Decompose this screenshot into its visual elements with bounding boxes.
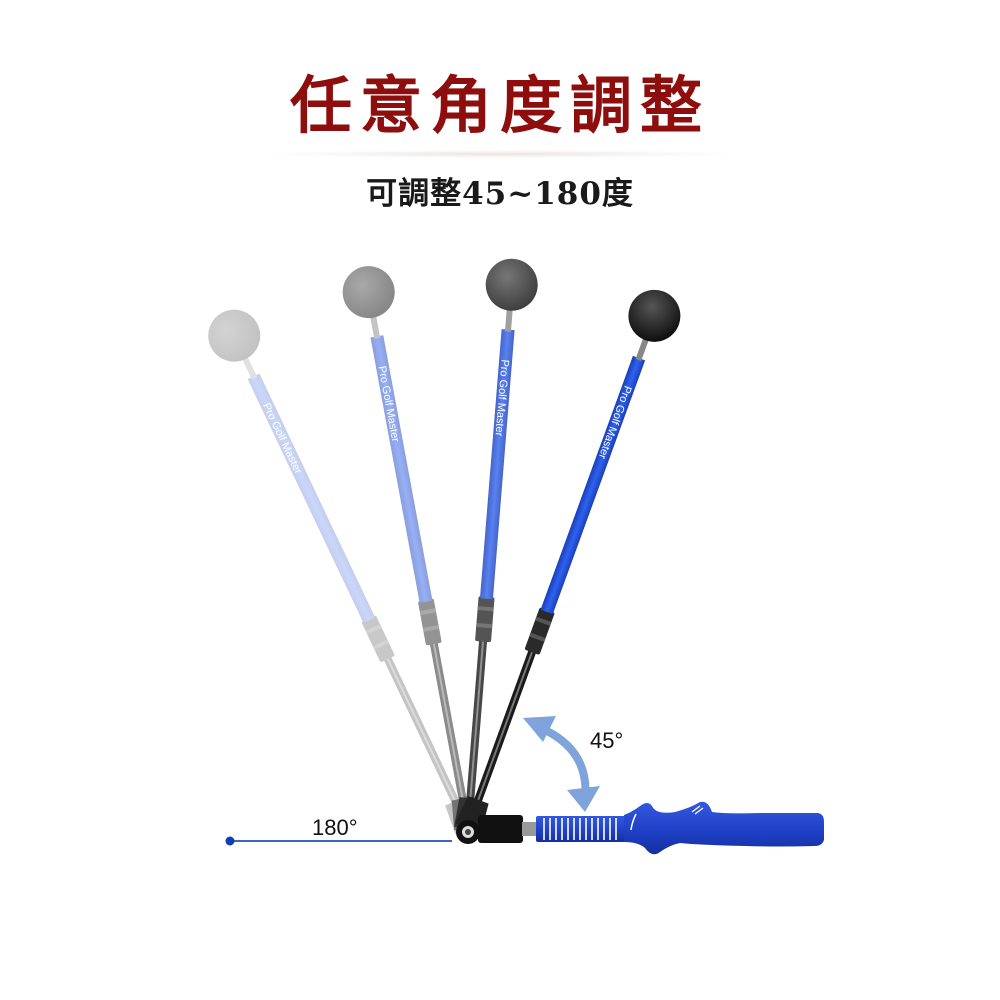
grip-handle	[478, 801, 824, 855]
rod-brand-text: Pro Golf Master	[375, 365, 401, 443]
title-underline-glow	[260, 150, 740, 158]
angle-label-180: 180°	[312, 815, 358, 840]
angle-label-45: 45°	[590, 728, 623, 753]
rod-position-180: Pro Golf Master	[199, 301, 492, 840]
angle-arrow-icon	[523, 716, 600, 812]
baseline-dot	[225, 836, 235, 846]
hinge-joint	[456, 820, 480, 844]
page-subtitle: 可調整45~180度	[366, 176, 634, 212]
rod-position-45: Pro Golf Master	[443, 282, 688, 837]
rod-brand-text: Pro Golf Master	[596, 384, 634, 461]
rod-brand-text: Pro Golf Master	[493, 359, 511, 437]
rod-brand-text: Pro Golf Master	[260, 401, 304, 476]
rod-position-135: Pro Golf Master	[338, 261, 494, 833]
rod-position-90: Pro Golf Master	[442, 256, 540, 831]
page-title: 任意角度調整	[289, 69, 710, 142]
